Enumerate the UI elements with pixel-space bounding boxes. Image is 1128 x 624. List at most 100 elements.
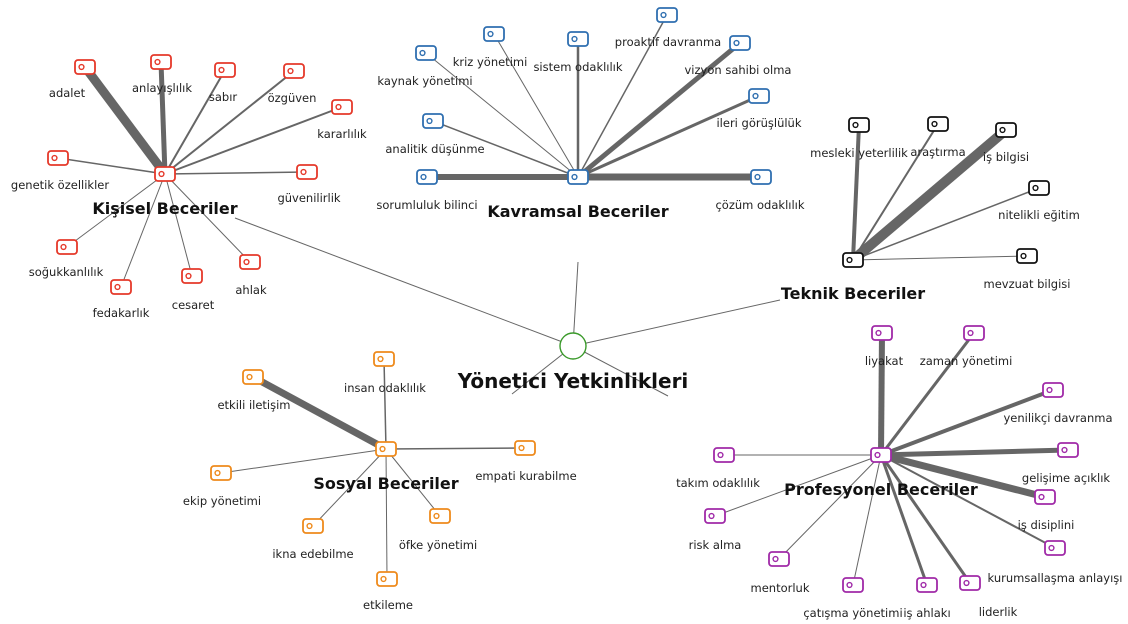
kurumsallasma-anlayisi-icon[interactable] xyxy=(1044,540,1066,556)
liyakat-icon[interactable] xyxy=(871,325,893,341)
catisma-yonetimi-icon[interactable] xyxy=(842,577,864,593)
edge-proaktif-davranma xyxy=(577,14,668,178)
edge-risk-alma xyxy=(714,454,882,517)
mesleki-yeterlilik-icon[interactable] xyxy=(848,117,870,133)
item-etkileme: etkileme xyxy=(363,598,413,612)
etkili-iletisim-icon[interactable] xyxy=(242,369,264,385)
item-mentorluk: mentorluk xyxy=(751,581,810,595)
mevzuat-bilgisi-icon[interactable] xyxy=(1016,248,1038,264)
item-etkili-iletisim: etkili iletişim xyxy=(217,398,290,412)
zaman-yonetimi-icon[interactable] xyxy=(963,325,985,341)
edge-kriz-yonetimi xyxy=(493,33,579,178)
edge-catisma-yonetimi xyxy=(852,454,882,586)
item-zaman-yonetimi: zaman yönetimi xyxy=(920,354,1013,368)
root-title: Yönetici Yetkinlikleri xyxy=(457,369,689,393)
is-ahlaki-icon[interactable] xyxy=(916,577,938,593)
edge-cesaret xyxy=(164,173,193,277)
item-yenilikci-davranma: yenilikçi davranma xyxy=(1003,411,1112,425)
item-kriz-yonetimi: kriz yönetimi xyxy=(453,55,528,69)
risk-alma-icon[interactable] xyxy=(704,508,726,524)
edge-ozguven xyxy=(164,70,295,175)
anlayislilik-icon[interactable] xyxy=(150,54,172,70)
proaktif-davranma-icon[interactable] xyxy=(656,7,678,23)
category-sosyal-icon[interactable] xyxy=(375,441,397,457)
category-kisisel-title: Kişisel Beceriler xyxy=(92,199,237,218)
item-ikna-edebilme: ikna edebilme xyxy=(272,547,353,561)
sistem-odaklilik-icon[interactable] xyxy=(567,31,589,47)
category-teknik-icon[interactable] xyxy=(842,252,864,268)
sabir-icon[interactable] xyxy=(214,62,236,78)
arastirma-icon[interactable] xyxy=(927,116,949,132)
guvenilirlik-icon[interactable] xyxy=(296,164,318,180)
item-sistem-odaklilik: sistem odaklılık xyxy=(533,60,622,74)
ileri-gorusluluk-icon[interactable] xyxy=(748,88,770,104)
edge-ileri-gorusluluk xyxy=(577,94,760,179)
item-arastirma: araştırma xyxy=(910,145,965,159)
category-kisisel-icon[interactable] xyxy=(154,166,176,182)
edge-mevzuat-bilgisi xyxy=(852,255,1028,261)
edge-yenilikci-davranma xyxy=(880,388,1054,457)
edge-liderlik xyxy=(879,454,972,584)
kriz-yonetimi-icon[interactable] xyxy=(483,26,505,42)
item-liderlik: liderlik xyxy=(979,605,1018,619)
edge-fedakarlik xyxy=(120,173,166,288)
cozum-odaklilik-icon[interactable] xyxy=(750,169,772,185)
item-sabir: sabır xyxy=(209,90,238,104)
nitelikli-egitim-icon[interactable] xyxy=(1028,180,1050,196)
is-disiplini-icon[interactable] xyxy=(1034,489,1056,505)
item-ozguven: özgüven xyxy=(268,91,317,105)
empati-kurabilme-icon[interactable] xyxy=(514,440,536,456)
item-sogukkanlilik: soğukkanlılık xyxy=(29,265,104,279)
category-teknik-title: Teknik Beceriler xyxy=(781,284,925,303)
edge-ikna-edebilme xyxy=(312,448,387,527)
edge-root-teknik xyxy=(572,299,781,347)
ozguven-icon[interactable] xyxy=(283,63,305,79)
kaynak-yonetimi-icon[interactable] xyxy=(415,45,437,61)
edge-arastirma xyxy=(852,123,939,261)
sorumluluk-bilinci-icon[interactable] xyxy=(416,169,438,185)
adalet-icon[interactable] xyxy=(74,59,96,75)
ofke-yonetimi-icon[interactable] xyxy=(429,508,451,524)
edge-mesleki-yeterlilik xyxy=(851,124,861,261)
category-profesyonel-icon[interactable] xyxy=(870,447,892,463)
edge-genetik-ozellikler xyxy=(57,157,166,175)
ahlak-icon[interactable] xyxy=(239,254,261,270)
ikna-edebilme-icon[interactable] xyxy=(302,518,324,534)
edge-sabir xyxy=(164,69,226,175)
item-is-ahlaki: iş ahlakı xyxy=(903,606,950,620)
root-node-icon[interactable] xyxy=(559,332,587,360)
vizyon-sahibi-olma-icon[interactable] xyxy=(729,35,751,51)
fedakarlik-icon[interactable] xyxy=(110,279,132,295)
cesaret-icon[interactable] xyxy=(181,268,203,284)
takim-odaklilik-icon[interactable] xyxy=(713,447,735,463)
edge-ofke-yonetimi xyxy=(385,448,441,517)
gelisime-aciklik-icon[interactable] xyxy=(1057,442,1079,458)
insan-odaklilik-icon[interactable] xyxy=(373,351,395,367)
edge-etkili-iletisim xyxy=(251,373,388,453)
item-kaynak-yonetimi: kaynak yönetimi xyxy=(377,74,472,88)
item-sorumluluk-bilinci: sorumluluk bilinci xyxy=(376,198,477,212)
kararlilik-icon[interactable] xyxy=(331,99,353,115)
item-kararlilik: kararlılık xyxy=(317,127,367,141)
mentorluk-icon[interactable] xyxy=(768,551,790,567)
sogukkanlilik-icon[interactable] xyxy=(56,239,78,255)
edge-etkileme xyxy=(385,448,388,580)
edge-is-ahlaki xyxy=(879,454,929,586)
item-catisma-yonetimi: çatışma yönetimi xyxy=(803,606,902,620)
category-kavramsal-title: Kavramsal Beceriler xyxy=(487,202,668,221)
edge-mentorluk xyxy=(778,454,882,560)
item-analitik-dusunme: analitik düşünme xyxy=(385,142,484,156)
item-risk-alma: risk alma xyxy=(689,538,742,552)
category-kavramsal-icon[interactable] xyxy=(567,169,589,185)
edge-root-kavramsal xyxy=(572,261,579,347)
liderlik-icon[interactable] xyxy=(959,575,981,591)
edge-kurumsallasma-anlayisi xyxy=(880,454,1056,549)
item-nitelikli-egitim: nitelikli eğitim xyxy=(998,208,1080,222)
genetik-ozellikler-icon[interactable] xyxy=(47,150,69,166)
etkileme-icon[interactable] xyxy=(376,571,398,587)
yenilikci-davranma-icon[interactable] xyxy=(1042,382,1064,398)
analitik-dusunme-icon[interactable] xyxy=(422,113,444,129)
ekip-yonetimi-icon[interactable] xyxy=(210,465,232,481)
item-ileri-gorusluluk: ileri görüşlülük xyxy=(716,116,801,130)
is-bilgisi-icon[interactable] xyxy=(995,122,1017,138)
